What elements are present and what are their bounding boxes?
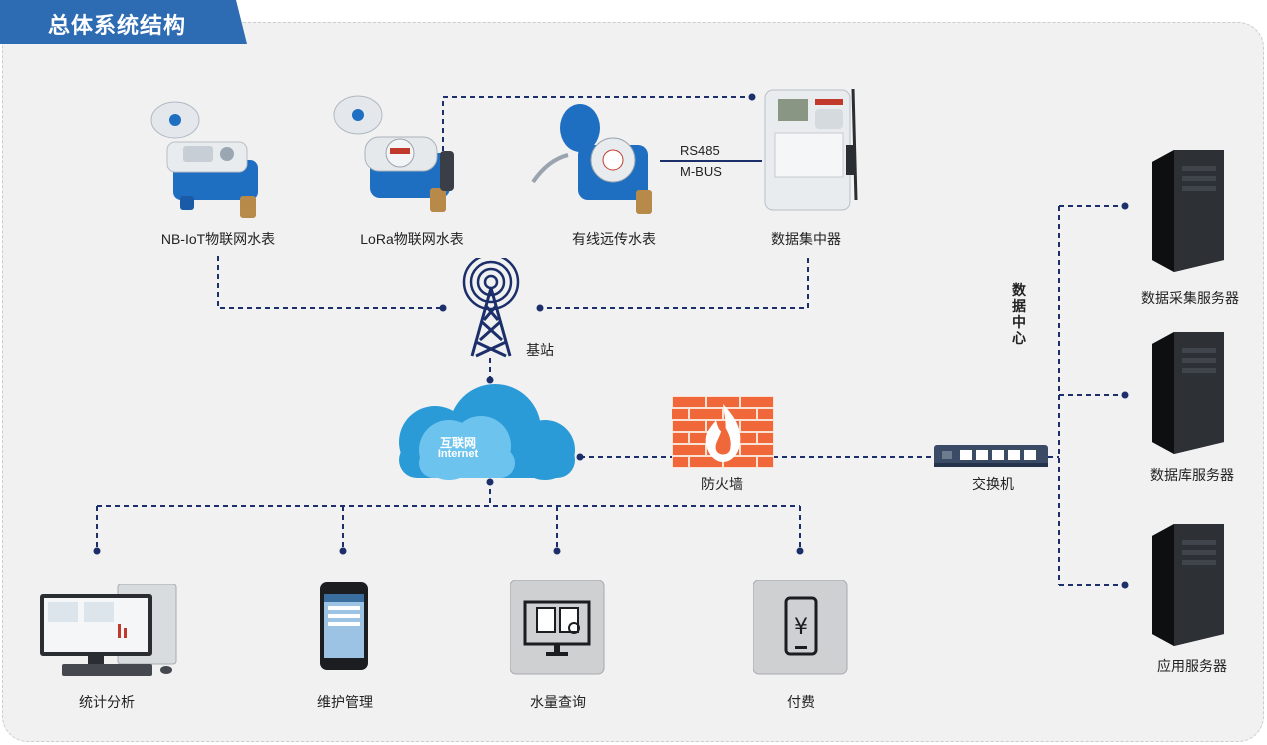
- pay-label: 付费: [787, 694, 815, 710]
- network-switch-icon: [934, 445, 1048, 467]
- database-server-icon: [1152, 332, 1224, 454]
- svg-text:¥: ¥: [794, 615, 808, 640]
- internet-label-cn: 互联网: [439, 436, 477, 450]
- stats-label: 统计分析: [79, 694, 135, 710]
- app-server-icon: [1152, 524, 1224, 646]
- mobile-phone-icon: [320, 582, 368, 670]
- firewall-icon: [672, 396, 774, 468]
- internet-cloud-icon: [399, 384, 575, 480]
- mbus-label: M-BUS: [680, 164, 722, 179]
- internet-label-en: Internet: [437, 448, 479, 460]
- rs485-label: RS485: [680, 143, 720, 158]
- base-station-icon: [462, 258, 520, 358]
- base-station-label: 基站: [526, 342, 554, 358]
- wired-meter-icon: [531, 104, 652, 214]
- concentrator-label: 数据集中器: [771, 231, 841, 247]
- collect-server-label: 数据采集服务器: [1141, 290, 1239, 306]
- payment-icon: ¥: [753, 580, 848, 675]
- wired-meter-label: 有线远传水表: [572, 231, 656, 247]
- data-center-label: 数据中心: [1012, 282, 1026, 346]
- collect-server-icon: [1152, 150, 1224, 272]
- nb-iot-meter-label: NB-IoT物联网水表: [160, 231, 276, 247]
- data-concentrator-icon: [764, 88, 858, 211]
- app-server-label: 应用服务器: [1157, 658, 1227, 674]
- desktop-computer-icon: [40, 584, 177, 676]
- page-title: 总体系统结构: [48, 13, 187, 38]
- lora-meter-label: LoRa物联网水表: [360, 231, 464, 247]
- query-label: 水量查询: [530, 694, 586, 710]
- water-query-icon: [510, 580, 605, 675]
- switch-label: 交换机: [972, 476, 1014, 492]
- firewall-label: 防火墙: [701, 476, 743, 492]
- database-server-label: 数据库服务器: [1150, 467, 1234, 483]
- nb-iot-meter-icon: [150, 101, 258, 218]
- lora-meter-icon: [333, 95, 454, 212]
- title-tab: [0, 0, 247, 44]
- maintain-label: 维护管理: [317, 694, 373, 710]
